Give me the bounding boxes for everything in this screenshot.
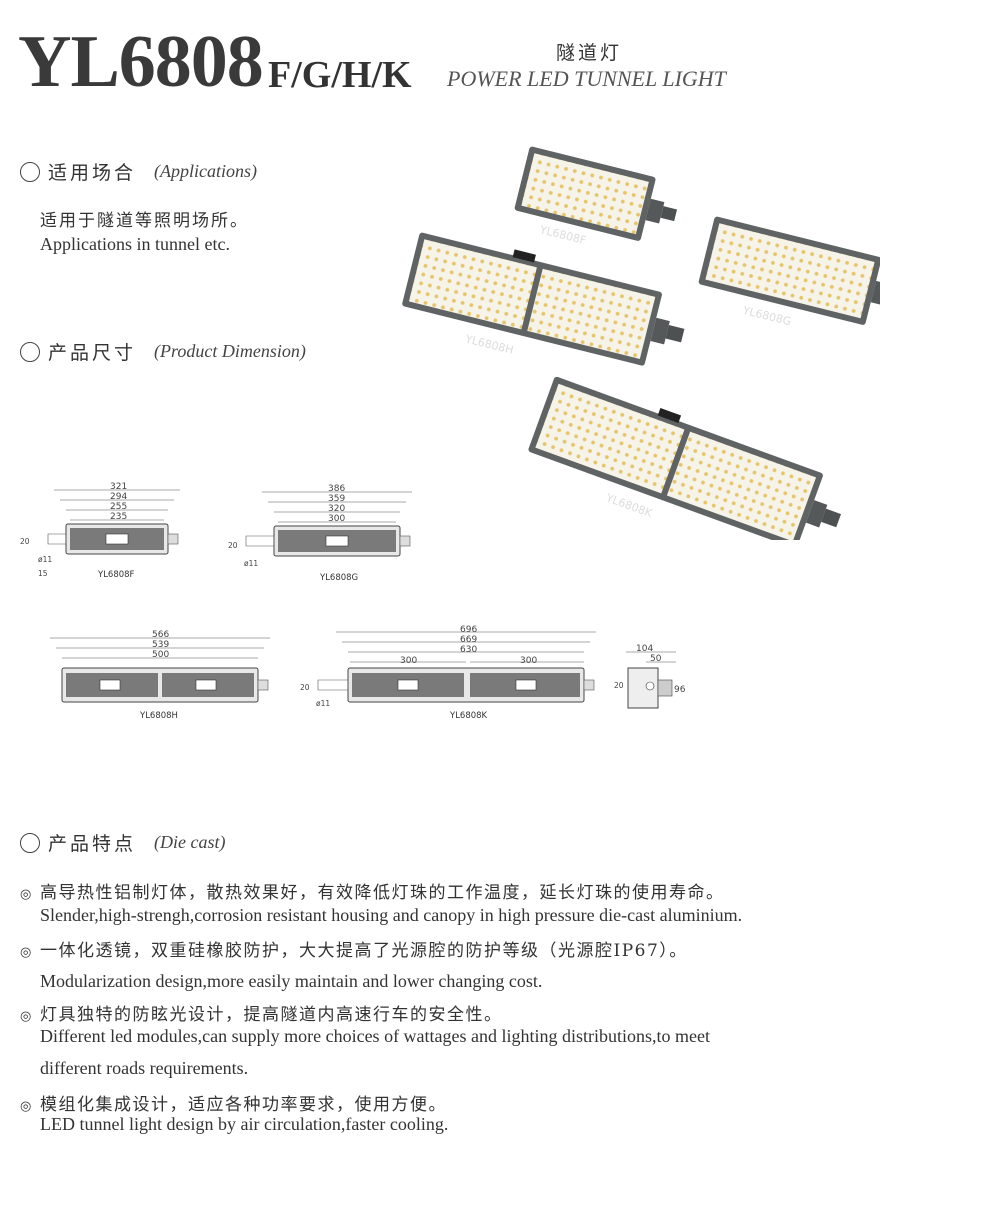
applications-heading: 适用场合 (Applications) xyxy=(20,158,257,185)
features-heading-cn: 产品特点 xyxy=(48,833,137,855)
applications-heading-en: (Applications) xyxy=(154,161,257,181)
drawing-label-g: YL6808G xyxy=(319,573,358,583)
dim-text: 669 xyxy=(460,635,477,645)
dim-text: 255 xyxy=(110,502,127,512)
dim-text: 386 xyxy=(328,484,345,494)
dim-text: 321 xyxy=(110,482,127,492)
dim-text: 20 xyxy=(614,681,624,690)
dim-text: ø11 xyxy=(244,559,258,568)
dim-text: 300 xyxy=(400,656,417,666)
dimension-heading-en: (Product Dimension) xyxy=(154,341,306,361)
product-yl6808g: YL6808G xyxy=(698,216,880,329)
drawing-label-k: YL6808K xyxy=(449,711,488,721)
dim-text: 20 xyxy=(300,683,310,692)
dim-text: 320 xyxy=(328,504,345,514)
dim-text: 294 xyxy=(110,492,127,502)
bullet-icon: ◎ xyxy=(20,887,33,902)
feature-text: 模组化集成设计，适应各种功率要求，使用方便。 xyxy=(40,1095,447,1115)
dim-text: ø11 xyxy=(316,699,330,708)
drawing-label-h: YL6808H xyxy=(139,711,178,721)
feature-text: 灯具独特的防眩光设计，提高隧道内高速行车的安全性。 xyxy=(40,1005,503,1025)
product-label-h: YL6808H xyxy=(463,332,515,357)
feature-item-3-en: Different led modules,can supply more ch… xyxy=(40,1026,711,1046)
dim-text: 235 xyxy=(110,512,127,522)
bullet-icon: ◎ xyxy=(20,1099,33,1114)
dim-text: 15 xyxy=(38,569,48,578)
dim-text: 96 xyxy=(674,685,686,695)
dim-text: 359 xyxy=(328,494,345,504)
drawing-yl6808f: 321 294 255 235 20 ø11 15 YL6808F xyxy=(20,482,180,580)
drawing-yl6808k: 696 669 630 300 300 20 ø11 YL6808K xyxy=(300,625,596,721)
applications-heading-cn: 适用场合 xyxy=(48,162,137,184)
dim-text: 300 xyxy=(328,514,345,524)
dim-text: 566 xyxy=(152,630,169,640)
dim-text: 50 xyxy=(650,654,662,664)
dimension-drawings-row1: 321 294 255 235 20 ø11 15 YL6808F 386 35… xyxy=(20,482,412,583)
product-yl6808h: YL6808H xyxy=(402,232,685,366)
circle-icon xyxy=(20,832,40,853)
dim-text: 539 xyxy=(152,640,169,650)
title-cn: 隧道灯 xyxy=(556,42,623,64)
dim-text: 104 xyxy=(636,644,653,654)
feature-item-1-cn: ◎ 高导热性铝制灯体，散热效果好，有效降低灯珠的工作温度，延长灯珠的使用寿命。 xyxy=(20,878,725,903)
feature-item-4-en: LED tunnel light design by air circulati… xyxy=(40,1114,449,1134)
feature-text: 一体化透镜，双重硅橡胶防护，大大提高了光源腔的防护等级（光源腔IP67）。 xyxy=(40,941,688,961)
model-suffix: F/G/H/K xyxy=(268,54,412,96)
dim-text: 20 xyxy=(20,537,30,546)
feature-item-3-en2: different roads requirements. xyxy=(40,1058,249,1078)
drawing-side-view: 104 50 96 20 xyxy=(614,644,686,709)
feature-text: 高导热性铝制灯体，散热效果好，有效降低灯珠的工作温度，延长灯珠的使用寿命。 xyxy=(40,883,725,903)
product-yl6808f: YL6808F xyxy=(514,146,678,247)
features-heading: 产品特点 (Die cast) xyxy=(20,829,226,856)
model-number: YL6808 xyxy=(18,21,264,103)
feature-item-3-cn: ◎ 灯具独特的防眩光设计，提高隧道内高速行车的安全性。 xyxy=(20,1000,503,1025)
bullet-icon: ◎ xyxy=(20,1009,33,1024)
dim-text: 696 xyxy=(460,625,477,635)
product-yl6808k: YL6808K xyxy=(528,376,841,540)
product-photos: YL6808F YL6808G YL6808H YL6808K xyxy=(402,146,880,540)
dimension-heading-cn: 产品尺寸 xyxy=(48,342,137,364)
feature-item-4-cn: ◎ 模组化集成设计，适应各种功率要求，使用方便。 xyxy=(20,1090,447,1115)
dimension-drawings-row2: 566 539 500 YL6808H 696 669 630 300 300 … xyxy=(50,625,686,721)
applications-text-en: Applications in tunnel etc. xyxy=(40,234,230,254)
circle-icon xyxy=(20,161,40,182)
feature-item-2-en: Modularization design,more easily mainta… xyxy=(40,971,543,991)
product-label-k: YL6808K xyxy=(603,491,654,520)
title-en: POWER LED TUNNEL LIGHT xyxy=(447,66,726,91)
dim-text: 630 xyxy=(460,645,477,655)
drawing-yl6808g: 386 359 320 300 20 ø11 YL6808G xyxy=(228,484,412,583)
dim-text: 500 xyxy=(152,650,169,660)
product-label-f: YL6808F xyxy=(538,223,588,247)
drawing-label-f: YL6808F xyxy=(97,570,135,580)
dim-text: 300 xyxy=(520,656,537,666)
product-label-g: YL6808G xyxy=(741,304,793,329)
drawing-yl6808h: 566 539 500 YL6808H xyxy=(50,630,270,721)
features-heading-en: (Die cast) xyxy=(154,832,226,852)
dim-text: ø11 xyxy=(38,555,52,564)
dim-text: 20 xyxy=(228,541,238,550)
circle-icon xyxy=(20,341,40,362)
bullet-icon: ◎ xyxy=(20,945,33,960)
applications-text-cn: 适用于隧道等照明场所。 xyxy=(40,211,249,231)
dimension-heading: 产品尺寸 (Product Dimension) xyxy=(20,338,306,365)
feature-item-1-en: Slender,high-strengh,corrosion resistant… xyxy=(40,905,743,925)
feature-item-2-cn: ◎ 一体化透镜，双重硅橡胶防护，大大提高了光源腔的防护等级（光源腔IP67）。 xyxy=(20,936,688,961)
